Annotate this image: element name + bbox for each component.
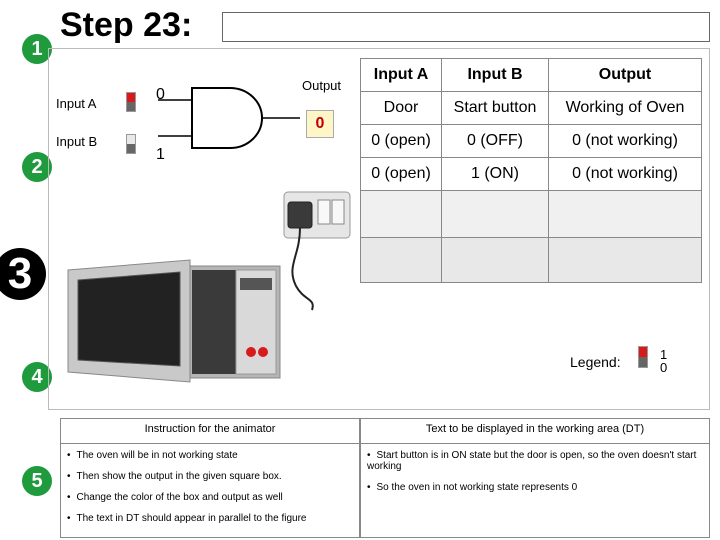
table-cell: 0 (open) (360, 157, 442, 191)
power-cord (291, 227, 314, 311)
input-a-label: Input A (56, 96, 97, 111)
list-item: The text in DT should appear in parallel… (67, 513, 359, 524)
microwave-oven-illustration (67, 259, 281, 383)
table-cell: 0 (OFF) (441, 124, 549, 158)
header-input-a: Input A (360, 58, 442, 92)
step-2-badge: 2 (22, 152, 52, 182)
display-panel-title: Text to be displayed in the working area… (425, 423, 645, 435)
start-button-red (246, 347, 256, 357)
table-cell (548, 190, 702, 238)
legend-switch (638, 346, 648, 368)
legend-off-value: 0 (660, 360, 668, 375)
list-item: Change the color of the box and output a… (67, 492, 359, 503)
wall-socket-illustration (283, 191, 351, 311)
step-1-badge: 1 (22, 34, 52, 64)
title-box (222, 12, 710, 42)
animator-instructions-panel: Instruction for the animator The oven wi… (60, 418, 360, 538)
table-cell (548, 237, 702, 283)
table-row: 0 (open) 1 (ON) 0 (not working) (360, 157, 702, 191)
table-cell: 0 (not working) (548, 124, 702, 158)
table-cell (360, 190, 442, 238)
output-box: 0 (306, 110, 334, 138)
table-cell: 1 (ON) (441, 157, 549, 191)
output-label: Output (302, 78, 342, 93)
list-item: Start button is in ON state but the door… (367, 450, 709, 472)
table-header-row: Input A Input B Output (360, 58, 702, 92)
oven-display (240, 278, 272, 290)
truth-table: Input A Input B Output Door Start button… (360, 58, 702, 283)
table-row: 0 (open) 0 (OFF) 0 (not working) (360, 124, 702, 158)
input-b-label: Input B (56, 134, 98, 149)
table-row (360, 190, 702, 238)
input-a-switch[interactable] (126, 92, 136, 112)
wall-switch-1 (317, 199, 331, 225)
table-cell: Door (360, 91, 442, 125)
step-3-badge: 3 (0, 248, 46, 300)
animator-list: The oven will be in not working state Th… (61, 450, 359, 524)
table-cell: 0 (open) (360, 124, 442, 158)
legend-on-value: 1 (660, 347, 668, 362)
table-cell (360, 237, 442, 283)
input-b-value: 1 (156, 146, 165, 163)
display-list: Start button is in ON state but the door… (361, 450, 709, 493)
table-cell: 0 (not working) (548, 157, 702, 191)
header-input-b: Input B (441, 58, 549, 92)
table-row (360, 237, 702, 283)
list-item: Then show the output in the given square… (67, 471, 359, 482)
working-area (48, 48, 710, 410)
table-cell (441, 237, 549, 283)
wall-switch-2 (331, 199, 345, 225)
table-cell (441, 190, 549, 238)
step-5-badge: 5 (22, 466, 52, 496)
start-button-red-2 (258, 347, 268, 357)
power-adapter (287, 201, 313, 229)
input-b-switch[interactable] (126, 134, 136, 154)
display-text-panel: Text to be displayed in the working area… (360, 418, 710, 538)
oven-cavity (192, 270, 236, 374)
table-cell: Start button (441, 91, 549, 125)
legend-label: Legend: (570, 354, 621, 370)
header-output: Output (548, 58, 702, 92)
animator-panel-title: Instruction for the animator (144, 423, 276, 435)
list-item: So the oven in not working state represe… (367, 482, 709, 493)
page-title: Step 23: (60, 6, 193, 44)
oven-window (77, 271, 181, 367)
table-row: Door Start button Working of Oven (360, 91, 702, 125)
input-a-value: 0 (156, 86, 165, 103)
list-item: The oven will be in not working state (67, 450, 359, 461)
and-gate-symbol (191, 87, 263, 149)
table-cell: Working of Oven (548, 91, 702, 125)
and-gate-diagram (158, 87, 300, 149)
legend-values: 1 0 (660, 348, 667, 374)
step-4-badge: 4 (22, 362, 52, 392)
